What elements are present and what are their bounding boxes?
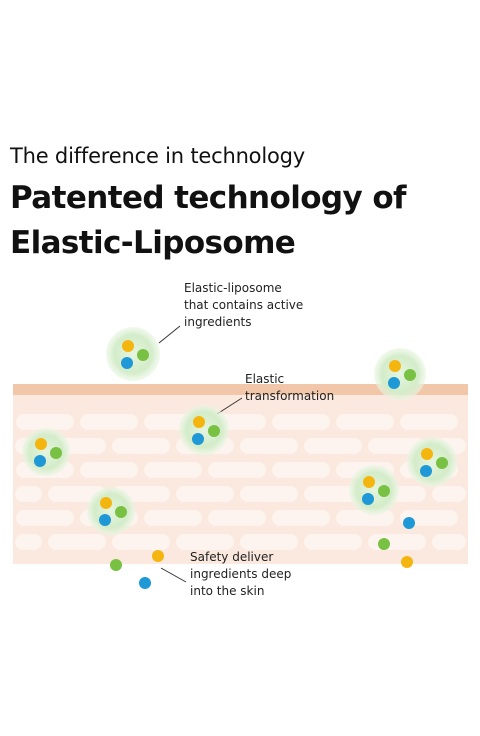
liposome-halo bbox=[179, 405, 229, 455]
skin-cell bbox=[80, 462, 138, 478]
liposome-halo bbox=[106, 327, 160, 381]
liposome-halo bbox=[22, 428, 70, 476]
green-ingredient-dot bbox=[378, 485, 390, 497]
skin-cell bbox=[176, 486, 234, 502]
skin-cell bbox=[48, 534, 106, 550]
skin-cell bbox=[208, 510, 266, 526]
delivery-pointer bbox=[160, 567, 187, 583]
yellow-ingredient-dot bbox=[193, 416, 205, 428]
green-ingredient-dot bbox=[436, 457, 448, 469]
title-line-2: Elastic-Liposome bbox=[10, 225, 296, 261]
liposome-icon bbox=[407, 437, 457, 487]
transformation-label-line: transformation bbox=[245, 389, 335, 403]
liposome-label-line: that contains active bbox=[184, 298, 304, 312]
skin-cell bbox=[208, 462, 266, 478]
delivery-label: Safety deliver ingredients deep into the… bbox=[190, 549, 291, 600]
skin-cell bbox=[176, 534, 234, 550]
skin-cell bbox=[432, 486, 466, 502]
skin-cell bbox=[112, 534, 170, 550]
free-ingredients bbox=[110, 517, 415, 589]
yellow-ingredient-dot bbox=[100, 497, 112, 509]
skin-cell bbox=[304, 486, 362, 502]
skin-cell bbox=[240, 486, 298, 502]
blue-ingredient-dot bbox=[99, 514, 111, 526]
skin-cell bbox=[15, 486, 42, 502]
delivery-label-line: Safety deliver bbox=[190, 550, 274, 564]
blue-ingredient-dot bbox=[121, 357, 133, 369]
skin-cell bbox=[304, 438, 362, 454]
skin-cell bbox=[272, 414, 330, 430]
liposome-label: Elastic-liposome that contains active in… bbox=[184, 280, 303, 331]
skin-cell bbox=[16, 510, 74, 526]
liposome-halo bbox=[87, 487, 135, 535]
skin-cell bbox=[432, 534, 466, 550]
green-ingredient-dot bbox=[110, 559, 122, 571]
delivery-label-line: into the skin bbox=[190, 584, 265, 598]
liposome-icon bbox=[106, 327, 160, 381]
liposome-halo bbox=[374, 348, 426, 400]
skin-cell bbox=[272, 462, 330, 478]
liposome-icon bbox=[87, 487, 135, 535]
yellow-ingredient-dot bbox=[389, 360, 401, 372]
blue-ingredient-dot bbox=[139, 577, 151, 589]
skin-cell bbox=[240, 438, 298, 454]
green-ingredient-dot bbox=[137, 349, 149, 361]
yellow-ingredient-dot bbox=[363, 476, 375, 488]
liposome-halo bbox=[407, 437, 457, 487]
transformation-label: Elastic transformation bbox=[245, 371, 334, 405]
yellow-ingredient-dot bbox=[401, 556, 413, 568]
diagram-title: Patented technology of Elastic-Liposome bbox=[10, 176, 407, 266]
yellow-ingredient-dot bbox=[122, 340, 134, 352]
yellow-ingredient-dot bbox=[152, 550, 164, 562]
green-ingredient-dot bbox=[208, 425, 220, 437]
skin-cell bbox=[240, 534, 298, 550]
skin-cell bbox=[16, 414, 74, 430]
transformation-label-line: Elastic bbox=[245, 372, 285, 386]
blue-ingredient-dot bbox=[192, 433, 204, 445]
blue-ingredient-dot bbox=[403, 517, 415, 529]
liposome-icon bbox=[349, 465, 399, 515]
skin-cell bbox=[304, 534, 362, 550]
liposome-icon bbox=[374, 348, 426, 400]
delivery-label-line: ingredients deep bbox=[190, 567, 292, 581]
yellow-ingredient-dot bbox=[35, 438, 47, 450]
skin-cell bbox=[144, 462, 202, 478]
blue-ingredient-dot bbox=[420, 465, 432, 477]
blue-ingredient-dot bbox=[388, 377, 400, 389]
title-line-1: Patented technology of bbox=[10, 180, 407, 216]
liposome-pointer bbox=[158, 325, 181, 344]
green-ingredient-dot bbox=[115, 506, 127, 518]
blue-ingredient-dot bbox=[34, 455, 46, 467]
liposome-icon bbox=[22, 428, 70, 476]
skin-cell bbox=[272, 510, 330, 526]
skin-cell bbox=[368, 534, 426, 550]
transformation-pointer bbox=[216, 397, 243, 415]
liposome-label-line: Elastic-liposome bbox=[184, 281, 282, 295]
liposome-halo bbox=[349, 465, 399, 515]
skin-cell bbox=[80, 414, 138, 430]
skin-cell bbox=[112, 438, 170, 454]
yellow-ingredient-dot bbox=[421, 448, 433, 460]
skin-cell bbox=[336, 414, 394, 430]
diagram-subtitle: The difference in technology bbox=[10, 144, 305, 168]
green-ingredient-dot bbox=[378, 538, 390, 550]
green-ingredient-dot bbox=[404, 369, 416, 381]
skin-surface bbox=[13, 384, 468, 395]
liposome-icon bbox=[179, 405, 229, 455]
skin-cell bbox=[15, 534, 42, 550]
blue-ingredient-dot bbox=[362, 493, 374, 505]
liposome-label-line: ingredients bbox=[184, 315, 252, 329]
green-ingredient-dot bbox=[50, 447, 62, 459]
liposomes bbox=[22, 327, 457, 535]
skin-cell bbox=[400, 414, 458, 430]
skin-cell bbox=[144, 510, 202, 526]
